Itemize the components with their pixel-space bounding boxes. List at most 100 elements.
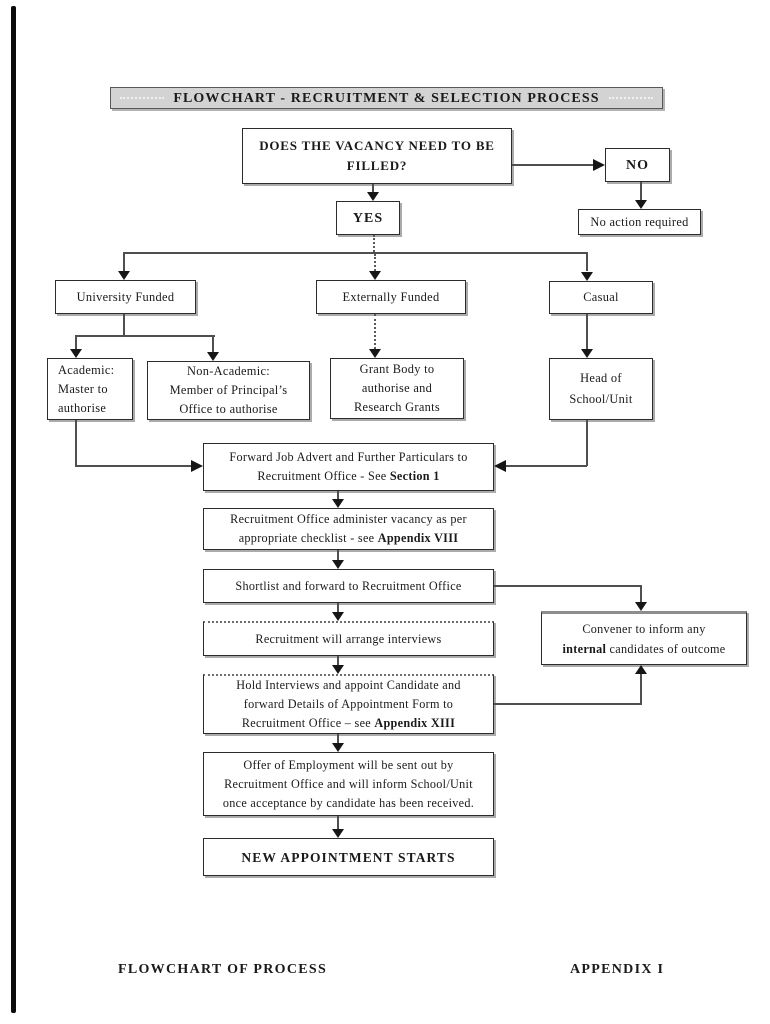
connector-to-casual (586, 254, 588, 271)
arrowhead-down-icon (332, 499, 344, 508)
casual-label: Casual (583, 290, 619, 304)
connector-to-external (374, 254, 376, 271)
connector-casual-to-head (586, 314, 588, 349)
connector-academic-right (75, 465, 191, 467)
arrange-interviews-box: Recruitment will arrange interviews (203, 621, 494, 656)
admin-line-pre: appropriate checklist - see (238, 531, 378, 545)
distributor-line (123, 252, 588, 254)
no-action-box: No action required (578, 209, 701, 235)
university-split-line (75, 335, 215, 337)
connector-offer-new (337, 816, 339, 829)
offer-line: once acceptance by candidate has been re… (222, 795, 475, 810)
head-line: School/Unit (569, 392, 633, 406)
offer-line: Recruitment Office and will inform Schoo… (224, 776, 473, 791)
connector-external-to-grant (374, 314, 376, 349)
connector-decision-to-yes (372, 184, 374, 193)
decision-box: DOES THE VACANCY NEED TO BE FILLED? (242, 128, 512, 184)
arrowhead-down-icon (332, 743, 344, 752)
admin-line-bold: Appendix VIII (377, 531, 459, 545)
forward-line-bold: Section 1 (389, 469, 440, 483)
arrowhead-left-icon (494, 460, 506, 472)
arrowhead-down-icon (332, 829, 344, 838)
arrowhead-down-icon (332, 560, 344, 569)
hold-line-pre: Recruitment Office – see (241, 716, 375, 730)
footer-left-label: FLOWCHART OF PROCESS (118, 962, 328, 977)
decision-line: DOES THE VACANCY NEED TO BE (259, 138, 495, 153)
arrowhead-up-icon (635, 665, 647, 674)
decision-line: FILLED? (346, 158, 408, 173)
university-funded-box: University Funded (55, 280, 196, 314)
academic-box: Academic: Master to authorise (47, 358, 133, 420)
convener-line: internal candidates of outcome (563, 639, 726, 659)
grant-line: Grant Body to (359, 362, 435, 376)
convener-box: Convener to inform any internal candidat… (541, 611, 747, 665)
arrowhead-down-icon (581, 349, 593, 358)
arrowhead-down-icon (635, 602, 647, 611)
new-appointment-box: NEW APPOINTMENT STARTS (203, 838, 494, 876)
academic-line: Academic: (58, 362, 115, 377)
forward-line: Recruitment Office - See Section 1 (257, 467, 439, 486)
grant-line: Research Grants (353, 400, 441, 414)
connector-to-nonacademic (212, 336, 214, 352)
connector-hold-convener-h (494, 703, 642, 705)
forward-line-pre: Recruitment Office - See (257, 469, 390, 483)
hold-line-bold: Appendix XIII (374, 716, 456, 730)
connector-yes-to-distributor (373, 235, 375, 252)
connector-to-academic (75, 336, 77, 349)
convener-line: Convener to inform any (582, 622, 706, 636)
connector-decision-to-no (512, 164, 594, 166)
connector-academic-down (75, 420, 77, 466)
dotted-leader (608, 97, 653, 99)
yes-box: YES (336, 201, 400, 235)
connector-interviews-hold (337, 656, 339, 665)
title-banner: FLOWCHART - RECRUITMENT & SELECTION PROC… (110, 87, 663, 109)
connector-shortlist-convener-v (640, 586, 642, 602)
connector-shortlist-convener-h (494, 585, 642, 587)
forward-line: Forward Job Advert and Further Particula… (229, 450, 468, 464)
no-label: NO (626, 157, 649, 173)
academic-line: Master to (58, 381, 108, 396)
externally-funded-box: Externally Funded (316, 280, 466, 314)
connector-university-split (123, 314, 125, 336)
connector-no-to-noaction (640, 182, 642, 201)
no-action-label: No action required (590, 214, 689, 229)
dotted-leader (120, 97, 165, 99)
page-title: FLOWCHART - RECRUITMENT & SELECTION PROC… (173, 90, 600, 106)
connector-head-down (586, 420, 588, 466)
arrowhead-down-icon (369, 349, 381, 358)
arrowhead-down-icon (332, 612, 344, 621)
externally-funded-label: Externally Funded (342, 289, 440, 304)
connector-hold-convener-v (640, 674, 642, 704)
non-academic-line: Non-Academic: (186, 364, 271, 378)
no-box: NO (605, 148, 670, 182)
convener-line-post: candidates of outcome (606, 642, 726, 656)
arrowhead-down-icon (207, 352, 219, 361)
arrowhead-down-icon (118, 271, 130, 280)
footer-right-label: APPENDIX I (570, 962, 665, 977)
arrowhead-down-icon (581, 272, 593, 281)
hold-line: forward Details of Appointment Form to (243, 697, 454, 711)
head-line: Head of (580, 371, 622, 385)
admin-line: Recruitment Office administer vacancy as… (230, 512, 467, 526)
non-academic-box: Non-Academic: Member of Principal’s Offi… (147, 361, 310, 420)
new-appointment-label: NEW APPOINTMENT STARTS (241, 849, 456, 865)
connector-forward-admin (337, 491, 339, 499)
arrowhead-down-icon (367, 192, 379, 201)
interviews-label: Recruitment will arrange interviews (255, 631, 442, 646)
forward-advert-box: Forward Job Advert and Further Particula… (203, 443, 494, 491)
head-of-school-box: Head of School/Unit (549, 358, 653, 420)
academic-line: authorise (58, 400, 107, 415)
arrowhead-down-icon (635, 200, 647, 209)
hold-line: Hold Interviews and appoint Candidate an… (236, 678, 461, 692)
connector-shortlist-interviews (337, 603, 339, 612)
non-academic-line: Member of Principal’s (169, 383, 288, 397)
arrowhead-right-icon (191, 460, 203, 472)
hold-interviews-box: Hold Interviews and appoint Candidate an… (203, 674, 494, 734)
footer-left: FLOWCHART OF PROCESS (118, 962, 327, 978)
scan-edge-artifact (11, 6, 16, 1013)
yes-label: YES (352, 210, 384, 226)
non-academic-line: Office to authorise (179, 402, 278, 416)
footer-right: APPENDIX I (570, 962, 664, 978)
grant-line: authorise and (361, 381, 433, 395)
